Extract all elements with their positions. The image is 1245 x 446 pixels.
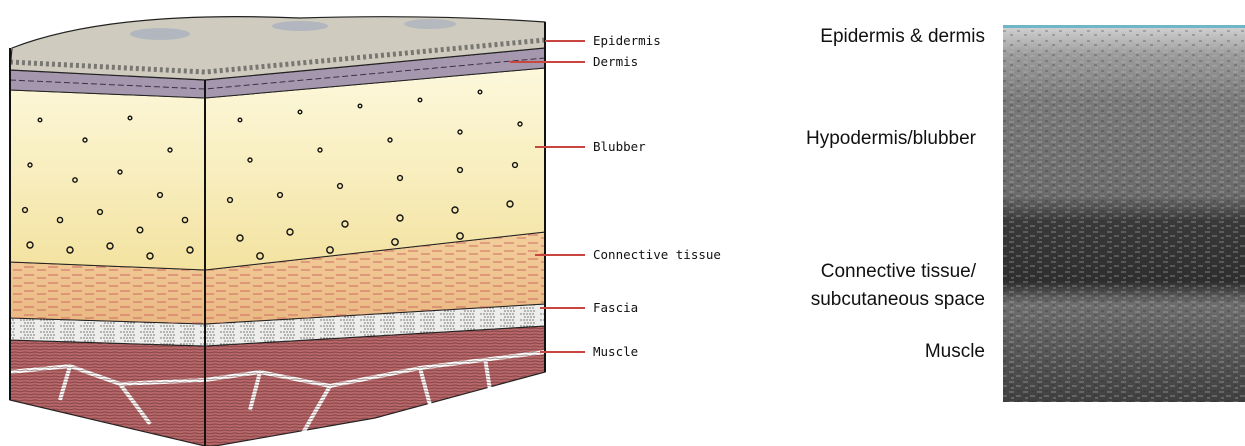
us-label-epidermis-dermis: Epidermis & dermis: [820, 26, 985, 47]
us-label-hypodermis-blubber: Hypodermis/blubber: [806, 128, 977, 149]
label-epidermis: Epidermis: [593, 33, 661, 48]
label-fascia: Fascia: [593, 300, 638, 315]
label-dermis: Dermis: [593, 54, 638, 69]
label-connective-tissue: Connective tissue: [593, 247, 721, 262]
label-blubber: Blubber: [593, 139, 646, 154]
ultrasound-image: [1003, 25, 1245, 402]
label-muscle: Muscle: [593, 344, 638, 359]
skin-layer-block-illustration: [10, 17, 545, 446]
us-label-muscle: Muscle: [925, 341, 985, 362]
us-label-connective-tissue: Connective tissue/: [821, 261, 977, 282]
us-label-subcutaneous-space: subcutaneous space: [811, 289, 985, 310]
blubber-layer: [10, 68, 545, 270]
